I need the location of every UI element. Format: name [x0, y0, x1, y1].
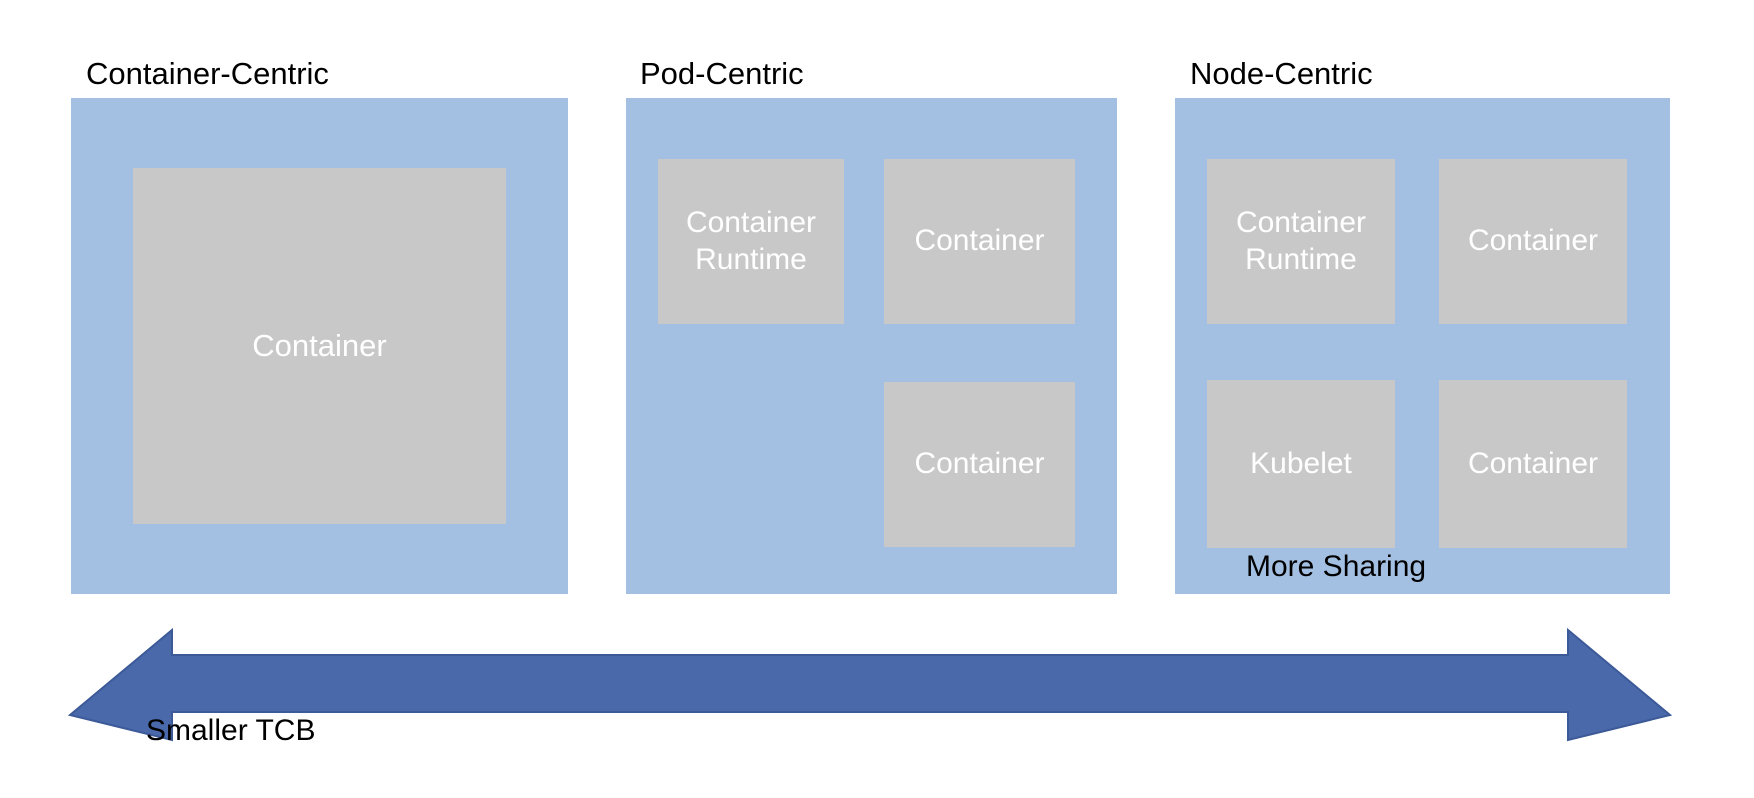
axis-label-smaller-tcb: Smaller TCB	[146, 714, 316, 747]
box-label: Container	[1467, 446, 1599, 480]
box-container-1: Container	[884, 159, 1075, 324]
axis-label-more-sharing: More Sharing	[1246, 550, 1427, 583]
box-container-runtime: Container Runtime	[1207, 159, 1395, 324]
box-label: Container Runtime	[1235, 205, 1367, 276]
box-label: Container	[252, 328, 387, 364]
panel-container-centric: Container	[71, 98, 568, 594]
spectrum-arrow	[62, 624, 1678, 746]
box-kubelet: Kubelet	[1207, 380, 1395, 548]
box-label: Container	[1467, 224, 1599, 258]
box-container: Container	[133, 168, 506, 524]
box-label: Kubelet	[1250, 446, 1352, 480]
panel-title-node-centric: Node-Centric	[1190, 56, 1373, 91]
panel-title-container-centric: Container-Centric	[86, 56, 329, 91]
panel-pod-centric: Container Runtime Container Container	[626, 98, 1117, 594]
box-container-1: Container	[1439, 159, 1627, 324]
box-container-2: Container	[1439, 380, 1627, 548]
panel-title-pod-centric: Pod-Centric	[640, 56, 804, 91]
box-label: Container Runtime	[685, 205, 817, 276]
panel-node-centric: Container Runtime Container Kubelet Cont…	[1175, 98, 1670, 594]
double-headed-arrow-icon	[67, 627, 1673, 742]
box-container-runtime: Container Runtime	[658, 159, 844, 324]
box-label: Container	[914, 447, 1045, 481]
box-container-2: Container	[884, 382, 1075, 547]
box-label: Container	[914, 224, 1045, 258]
